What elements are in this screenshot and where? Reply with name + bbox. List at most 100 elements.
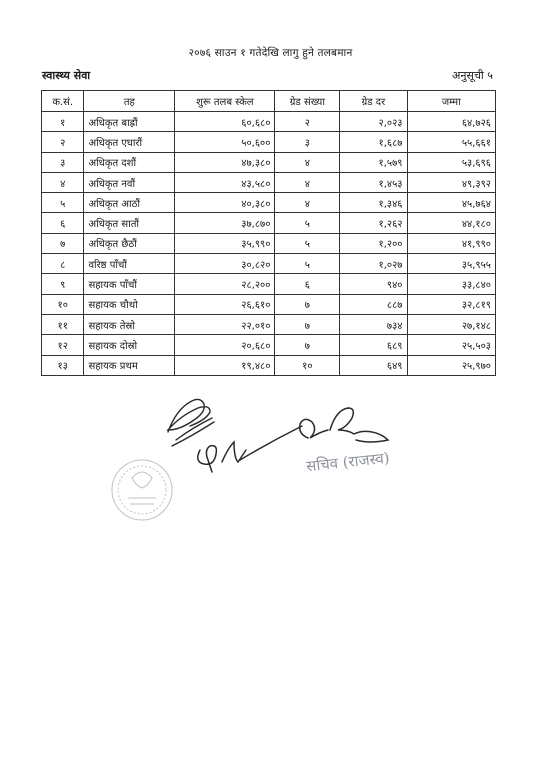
signature-caption: सचिव (राजस्व)	[305, 448, 391, 476]
cell-rank: अधिकृत आठौं	[83, 192, 176, 214]
cell-grade-count: ५	[274, 253, 341, 275]
cell-total: ४५,७६४	[406, 192, 496, 214]
cell-grade-rate: ९४०	[339, 273, 408, 295]
cell-serial: ६	[40, 212, 85, 234]
cell-serial: १३	[40, 354, 85, 376]
cell-rank: सहायक दोस्रो	[83, 334, 176, 356]
cell-grade-count: २	[274, 110, 341, 133]
salary-table: क.सं. तह शुरू तलब स्केल ग्रेड संख्या ग्र…	[40, 90, 496, 376]
cell-start-scale: ३०,८२०	[174, 253, 276, 275]
cell-grade-count: ४	[274, 171, 341, 194]
signature-2	[197, 425, 303, 473]
cell-grade-count: ५	[274, 232, 341, 255]
cell-grade-rate: १,४५३	[339, 171, 408, 194]
header-rank: तह	[83, 90, 176, 112]
cell-grade-count: ४	[274, 192, 341, 214]
cell-total: ३५,९५५	[406, 253, 496, 275]
cell-grade-count: १०	[274, 354, 341, 376]
cell-grade-rate: २,०२३	[339, 110, 408, 133]
table-header-row: क.सं. तह शुरू तलब स्केल ग्रेड संख्या ग्र…	[40, 90, 496, 112]
cell-total: ६४,७२६	[406, 110, 496, 133]
cell-rank: अधिकृत दशौं	[83, 151, 176, 173]
header-start-scale: शुरू तलब स्केल	[174, 90, 276, 112]
cell-grade-rate: ६८९	[339, 334, 408, 356]
cell-total: ३२,८१९	[406, 293, 496, 315]
cell-serial: १०	[40, 293, 85, 315]
cell-grade-rate: १,३४६	[339, 192, 408, 214]
document-title: २०७६ साउन १ गतेदेखि लागु हुने तलबमान	[188, 47, 353, 59]
signature-3	[298, 407, 390, 443]
cell-total: ४९,३९२	[406, 171, 496, 194]
cell-rank: अधिकृत छैठौं	[83, 232, 176, 255]
cell-start-scale: ५०,६००	[174, 131, 276, 153]
cell-total: ३३,८४०	[406, 273, 496, 295]
cell-rank: सहायक चौथो	[83, 293, 176, 315]
cell-start-scale: ६०,६८०	[174, 110, 276, 133]
cell-start-scale: २०,६८०	[174, 334, 276, 356]
cell-rank: सहायक पाँचौं	[83, 273, 176, 295]
cell-serial: २	[40, 131, 85, 153]
cell-grade-rate: ६४९	[339, 354, 408, 376]
official-stamp	[111, 459, 173, 521]
cell-grade-rate: १,२००	[339, 232, 408, 255]
cell-serial: ४	[40, 171, 85, 194]
cell-grade-count: ७	[274, 313, 341, 336]
cell-rank: अधिकृत सातौं	[83, 212, 176, 234]
schedule-label: अनुसूची ५	[452, 69, 493, 82]
cell-rank: अधिकृत बाह्रौं	[83, 110, 176, 133]
cell-serial: १	[40, 110, 85, 133]
header-serial: क.सं.	[40, 90, 85, 112]
cell-rank: अधिकृत नवौं	[83, 171, 176, 194]
cell-total: ५५,६६१	[406, 131, 496, 153]
cell-start-scale: २८,२००	[174, 273, 276, 295]
cell-start-scale: ३७,८७०	[174, 212, 276, 234]
cell-grade-count: ५	[274, 212, 341, 234]
cell-rank: सहायक प्रथम	[83, 354, 176, 376]
cell-total: २५,९७०	[406, 354, 496, 376]
cell-grade-count: ७	[274, 293, 341, 315]
cell-total: ४४,१८०	[406, 212, 496, 234]
cell-start-scale: २२,०१०	[174, 313, 276, 336]
cell-grade-count: ४	[274, 151, 341, 173]
cell-grade-rate: १,०२७	[339, 253, 408, 275]
cell-rank: अधिकृत एघारौं	[83, 131, 176, 153]
cell-grade-rate: १,२६२	[339, 212, 408, 234]
cell-start-scale: ३५,९९०	[174, 232, 276, 255]
cell-serial: ३	[40, 151, 85, 173]
cell-grade-count: ६	[274, 273, 341, 295]
cell-start-scale: ४३,५८०	[174, 171, 276, 194]
cell-start-scale: १९,४८०	[174, 354, 276, 376]
cell-grade-count: ७	[274, 334, 341, 356]
cell-grade-rate: १,५७९	[339, 151, 408, 173]
cell-serial: ११	[40, 313, 85, 336]
cell-serial: ८	[40, 253, 85, 275]
header-total: जम्मा	[406, 90, 496, 112]
cell-rank: वरिष्ठ पाँचौं	[83, 253, 176, 275]
signature-1	[166, 398, 215, 447]
cell-total: ४१,९९०	[406, 232, 496, 255]
cell-rank: सहायक तेस्रो	[83, 313, 176, 336]
header-grade-rate: ग्रेड दर	[339, 90, 408, 112]
cell-grade-rate: ७३४	[339, 313, 408, 336]
cell-total: २७,१४८	[406, 313, 496, 336]
cell-start-scale: २६,६१०	[174, 293, 276, 315]
service-name: स्वास्थ्य सेवा	[42, 69, 91, 82]
cell-start-scale: ४७,३८०	[174, 151, 276, 173]
cell-serial: ९	[40, 273, 85, 295]
cell-grade-rate: ८८७	[339, 293, 408, 315]
cell-serial: ७	[40, 232, 85, 255]
cell-total: २५,५०३	[406, 334, 496, 356]
cell-serial: १२	[40, 334, 85, 356]
